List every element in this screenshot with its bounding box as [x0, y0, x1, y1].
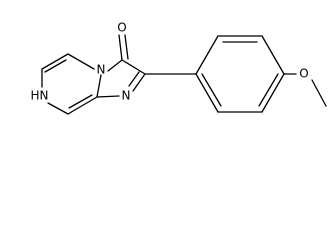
- bond-c8-c8a: [67, 94, 98, 115]
- carbonyl-oxygen-label: O: [117, 21, 126, 35]
- molecule-canvas: O N N H N O: [30, 21, 327, 115]
- bond-c3-c2: [121, 59, 146, 75]
- methoxy-oxygen-label: O: [299, 67, 308, 81]
- bridge-nitrogen-label: N: [97, 63, 106, 77]
- bond-oxygen-methyl: [311, 79, 327, 107]
- nh-nitrogen-label: N: [40, 89, 49, 103]
- bond-c5-c6: [41, 53, 69, 73]
- imine-nitrogen-label: N: [122, 89, 131, 103]
- structure-diagram: O N N H N O: [30, 21, 327, 115]
- carbonyl-bond: [118, 34, 129, 61]
- bond-c2-n1: [128, 71, 146, 92]
- nh-hydrogen-label: H: [30, 89, 39, 103]
- bond-c8a-n4: [96, 74, 102, 98]
- bond-n1-c8a: [96, 95, 120, 98]
- bond-n4-c5: [67, 53, 95, 70]
- bond-n7-c8: [47, 102, 69, 115]
- benzene-ring: [195, 35, 285, 113]
- bond-n4-c3: [107, 59, 123, 72]
